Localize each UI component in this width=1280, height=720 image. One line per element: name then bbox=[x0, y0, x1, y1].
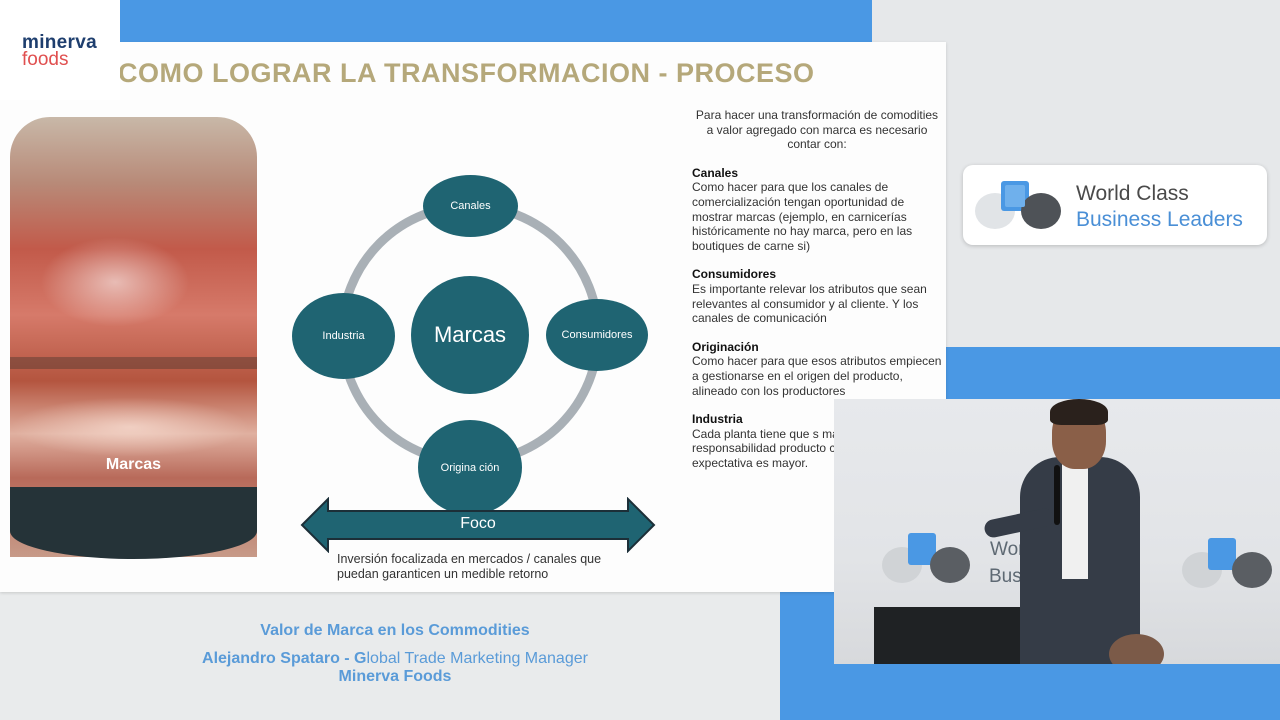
section-body: Cada planta tiene que s mayor responsabi… bbox=[692, 426, 906, 470]
logo-line-2: foods bbox=[22, 49, 69, 70]
section-originacion: Originación Como hacer para que esos atr… bbox=[692, 340, 942, 398]
foco-description: Inversión focalizada en mercados / canal… bbox=[337, 552, 602, 581]
intro-text: Para hacer una transformación de comodit… bbox=[695, 108, 939, 152]
podium bbox=[874, 607, 1034, 664]
speaker-shirt bbox=[1062, 459, 1088, 579]
photo-label: Marcas bbox=[105, 456, 162, 473]
node-canales: Canales bbox=[423, 175, 518, 237]
section-title: Originación bbox=[692, 339, 759, 354]
foco-arrow-shape bbox=[300, 497, 656, 553]
node-originacion: Origina ción bbox=[418, 420, 522, 515]
talk-title: Valor de Marca en los Commodities bbox=[260, 622, 530, 639]
section-industria: Industria Cada planta tiene que s mayor … bbox=[692, 412, 942, 470]
foco-double-arrow bbox=[300, 497, 656, 553]
section-canales: Canales Como hacer para que los canales … bbox=[692, 166, 942, 254]
section-consumidores: Consumidores Es importante relevar los a… bbox=[692, 267, 942, 325]
center-node-marcas: Marcas bbox=[411, 276, 529, 394]
section-body: Es importante relevar los atributos que … bbox=[692, 281, 927, 326]
presentation-slide: COMO LOGRAR LA TRANSFORMACION - PROCESO … bbox=[0, 42, 946, 592]
section-body: Como hacer para que esos atributos empie… bbox=[692, 354, 942, 398]
logo-line-1: minerva bbox=[22, 32, 97, 53]
speaker-name-role: Alejandro Spataro - Global Trade Marketi… bbox=[202, 650, 588, 667]
section-title: Canales bbox=[692, 165, 739, 180]
photo-label-box bbox=[10, 487, 257, 559]
microphone bbox=[1054, 465, 1060, 525]
brand-line-1: World Class bbox=[1076, 182, 1189, 205]
meat-photo bbox=[10, 117, 257, 557]
section-title: Industria bbox=[692, 412, 743, 427]
slide-text-column: Para hacer una transformación de comodit… bbox=[692, 108, 942, 484]
foco-label: Foco bbox=[460, 515, 496, 532]
slide-title: COMO LOGRAR LA TRANSFORMACION - PROCESO bbox=[118, 58, 815, 88]
speaker-video-feed: Worl Business Leaders bbox=[834, 399, 1280, 664]
wall-bubbles-icon bbox=[882, 533, 970, 583]
background-blue-band-top bbox=[120, 0, 872, 42]
node-industria: Industria bbox=[292, 293, 395, 379]
node-consumidores: Consumidores bbox=[546, 299, 648, 371]
speaker-hair bbox=[1050, 399, 1108, 425]
minerva-foods-logo: minerva foods bbox=[0, 0, 120, 100]
speech-bubbles-icon bbox=[975, 181, 1061, 229]
section-title: Consumidores bbox=[692, 267, 777, 282]
audience-head bbox=[1109, 634, 1164, 664]
section-body: Como hacer para que los canales de comer… bbox=[692, 180, 913, 253]
speaker-company: Minerva Foods bbox=[338, 668, 452, 685]
wall-text-1: Worl bbox=[990, 539, 1029, 560]
wall-bubbles-icon bbox=[1182, 538, 1272, 588]
world-class-logo-card: World Class Business Leaders bbox=[963, 165, 1267, 245]
brand-line-2: Business Leaders bbox=[1076, 208, 1243, 231]
